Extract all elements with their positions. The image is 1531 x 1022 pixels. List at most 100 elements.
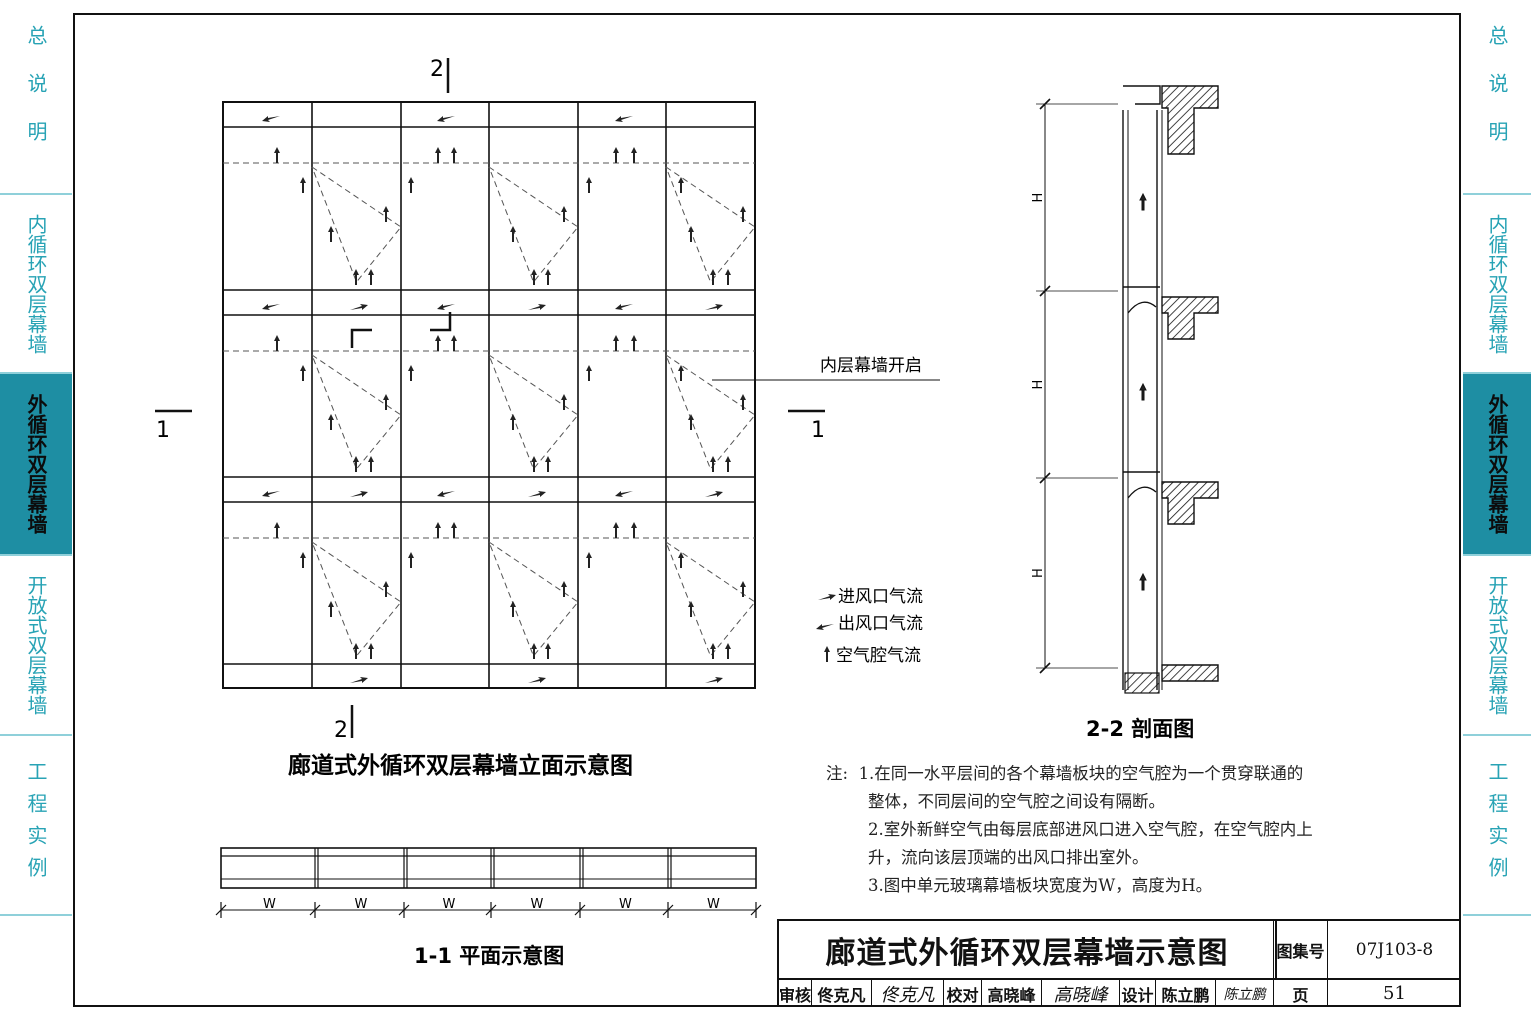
plan-dim-label: W	[355, 897, 368, 912]
cavity-arrow-icon	[451, 335, 457, 351]
tab-general[interactable]: 总说明	[1463, 0, 1531, 195]
cavity-arrow-icon	[368, 456, 374, 472]
cavity-arrow-icon	[561, 206, 567, 222]
tab-inner-circulation[interactable]: 内循环双层幕墙	[0, 195, 72, 374]
inlet-arrow-icon	[705, 491, 723, 497]
note-line: 3.图中单元玻璃幕墙板块宽度为W，高度为H。	[868, 876, 1213, 895]
page-label: 页	[1273, 978, 1327, 1007]
section-dim-label: H	[1031, 568, 1046, 578]
tab-label: 工程实例	[24, 761, 48, 889]
section-mark-1-left: 1	[156, 418, 170, 443]
tab-open-type[interactable]: 开放式双层幕墙	[0, 556, 72, 736]
outlet-arrow-icon	[816, 624, 834, 630]
cavity-arrow-icon	[274, 522, 280, 538]
cavity-arrow-icon	[368, 269, 374, 285]
tab-inner-circulation[interactable]: 内循环双层幕墙	[1463, 195, 1531, 374]
outlet-arrow-icon	[437, 304, 455, 310]
notes-prefix: 注:	[826, 764, 849, 783]
tab-label: 内循环双层幕墙	[1485, 213, 1509, 354]
inlet-arrow-icon	[705, 304, 723, 310]
cavity-arrow-icon	[300, 365, 306, 381]
tab-outer-circulation[interactable]: 外循环双层幕墙	[0, 374, 72, 556]
plan-diagram	[215, 847, 762, 918]
cavity-arrow-icon	[586, 552, 592, 568]
cavity-arrow-icon	[561, 394, 567, 410]
cavity-arrow-icon	[435, 147, 441, 163]
cavity-arrow-icon	[408, 177, 414, 193]
section-dim-label: H	[1031, 380, 1046, 390]
plan-dim-label: W	[531, 897, 544, 912]
inlet-arrow-icon	[350, 677, 368, 683]
cavity-arrow-icon	[545, 269, 551, 285]
section-diagram	[1036, 85, 1219, 694]
cavity-arrow-icon	[353, 269, 359, 285]
inlet-arrow-icon	[350, 491, 368, 497]
plan-dim-label: W	[707, 897, 720, 912]
tab-label: 总说明	[1485, 24, 1509, 169]
cavity-arrow-icon	[740, 206, 746, 222]
tab-project-examples[interactable]: 工程实例	[1463, 736, 1531, 916]
cavity-arrow-icon	[725, 269, 731, 285]
cavity-arrow-icon	[510, 226, 516, 242]
drawing-sheet	[73, 13, 1461, 1007]
cavity-arrow-icon	[688, 226, 694, 242]
outlet-arrow-icon	[437, 491, 455, 497]
tab-outer-circulation[interactable]: 外循环双层幕墙	[1463, 374, 1531, 556]
tab-label: 总说明	[24, 24, 48, 169]
cavity-arrow-icon	[368, 643, 374, 659]
cavity-arrow-icon	[435, 522, 441, 538]
check-label: 校对	[943, 978, 981, 1007]
tab-label: 开放式双层幕墙	[24, 575, 48, 715]
plan-dim-label: W	[619, 897, 632, 912]
cavity-arrow-icon	[383, 581, 389, 597]
plan-dim-label: W	[443, 897, 456, 912]
inlet-arrow-icon	[528, 491, 546, 497]
designer-name: 陈立鹏	[1155, 978, 1215, 1007]
cavity-arrow-icon	[688, 601, 694, 617]
section-marks	[155, 58, 825, 738]
cavity-arrow-icon	[531, 269, 537, 285]
note-line: 2.室外新鲜空气由每层底部进风口进入空气腔，在空气腔内上	[868, 820, 1313, 839]
cavity-arrow-icon	[561, 581, 567, 597]
cavity-arrow-icon	[740, 581, 746, 597]
cavity-arrow-icon	[688, 414, 694, 430]
cavity-arrow-icon	[383, 206, 389, 222]
plan-dim-label: W	[263, 897, 276, 912]
section-mark-2-top: 2	[430, 57, 444, 82]
atlas-label: 图集号	[1273, 919, 1327, 978]
design-label: 设计	[1119, 978, 1155, 1007]
section-dim-label: H	[1031, 193, 1046, 203]
cavity-arrow-icon	[678, 365, 684, 381]
outlet-arrow-icon	[615, 491, 633, 497]
inlet-arrow-icon	[350, 304, 368, 310]
cavity-arrow-icon	[1139, 572, 1147, 591]
cavity-arrow-icon	[451, 522, 457, 538]
checker-name: 高晓峰	[981, 978, 1041, 1007]
reviewer-name: 佟克凡	[811, 978, 871, 1007]
section-mark-2-bottom: 2	[334, 718, 348, 743]
inlet-arrow-icon	[818, 594, 836, 600]
cavity-arrow-icon	[1139, 382, 1147, 401]
notes: 注: 1.在同一水平层间的各个幕墙板块的空气腔为一个贯穿联通的 整体，不同层间的…	[826, 760, 1313, 900]
cavity-arrow-icon	[586, 177, 592, 193]
elevation-diagram	[222, 101, 940, 689]
cavity-arrow-icon	[631, 335, 637, 351]
sidebar-right: 总说明 内循环双层幕墙 外循环双层幕墙 开放式双层幕墙 工程实例	[1463, 0, 1531, 1022]
outlet-arrow-icon	[437, 116, 455, 122]
cavity-arrow-icon	[353, 643, 359, 659]
title-block: 廊道式外循环双层幕墙示意图 图集号 07J103-8 审核 佟克凡 佟克凡 校对…	[777, 919, 1461, 1007]
drawing-title: 廊道式外循环双层幕墙示意图	[777, 919, 1277, 978]
cavity-arrow-icon	[613, 522, 619, 538]
tab-project-examples[interactable]: 工程实例	[0, 736, 72, 916]
cavity-arrow-icon	[545, 456, 551, 472]
tab-open-type[interactable]: 开放式双层幕墙	[1463, 556, 1531, 736]
cavity-arrow-icon	[353, 456, 359, 472]
tab-general[interactable]: 总说明	[0, 0, 72, 195]
cavity-arrow-icon	[710, 643, 716, 659]
elevation-caption: 廊道式外循环双层幕墙立面示意图	[288, 752, 633, 779]
review-label: 审核	[777, 978, 811, 1007]
legend-inlet: 进风口气流	[838, 587, 923, 607]
cavity-arrow-icon	[274, 335, 280, 351]
cavity-arrow-icon	[545, 643, 551, 659]
